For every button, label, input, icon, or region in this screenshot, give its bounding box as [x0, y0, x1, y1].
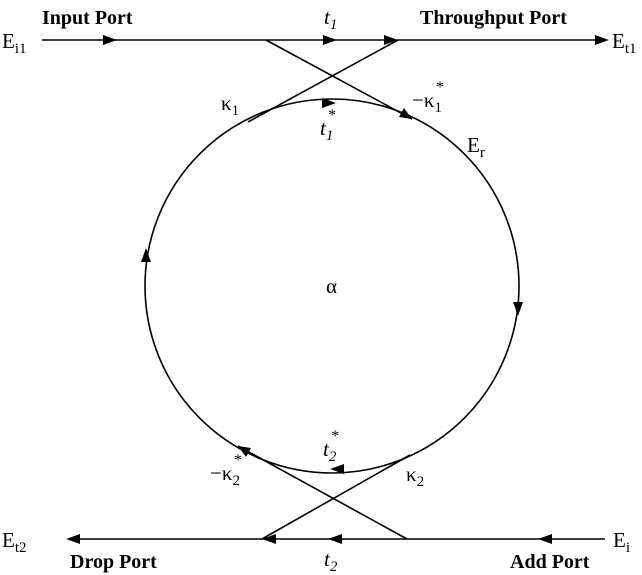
add-port-label: Add Port [510, 551, 590, 573]
bottom-coupling-arrow-kappa [238, 446, 251, 457]
field-e-r: Er [467, 133, 485, 161]
coef-t2: t2 [324, 547, 338, 575]
throughput-port-label: Throughput Port [420, 7, 567, 29]
bottom-bus-arrow-crossing [262, 534, 276, 544]
top-bus-arrow-left [103, 35, 117, 45]
coef-kappa2: κ2 [406, 462, 424, 490]
ring-arrow-left [141, 248, 151, 262]
coef-neg-kappa1-conj: −κ1* [412, 79, 444, 116]
coef-alpha: α [326, 274, 337, 298]
top-bus-arrow-middle [323, 35, 337, 45]
drop-port-label: Drop Port [70, 551, 157, 573]
top-bus-arrow-crossing [384, 35, 398, 45]
field-e-t2: Et2 [2, 528, 27, 556]
bottom-bus-arrow-input [538, 534, 552, 544]
top-coupling-line-down [265, 39, 413, 120]
coef-t1: t1 [324, 5, 337, 33]
ring-arrow-top [322, 98, 336, 108]
coef-neg-kappa2-conj: −κ2* [210, 452, 242, 489]
field-e-i: Ei [613, 528, 630, 556]
ring-arrow-right [513, 302, 523, 316]
coef-t2-conj: t2* [323, 428, 338, 465]
top-bus-arrow-output [595, 35, 609, 45]
field-e-t1: Et1 [612, 29, 637, 57]
coef-kappa1: κ1 [221, 91, 239, 119]
bottom-coupling-line-up [237, 445, 408, 540]
input-port-label: Input Port [42, 7, 133, 29]
ring-arrow-bottom [330, 464, 344, 474]
bottom-bus-arrow-middle [328, 534, 342, 544]
coef-t1-conj: t1* [320, 107, 335, 144]
field-e-i1: Ei1 [2, 29, 27, 57]
bottom-bus-arrow-output [66, 534, 80, 544]
ring-resonator [144, 98, 520, 474]
bottom-coupling-line-down [261, 454, 411, 540]
